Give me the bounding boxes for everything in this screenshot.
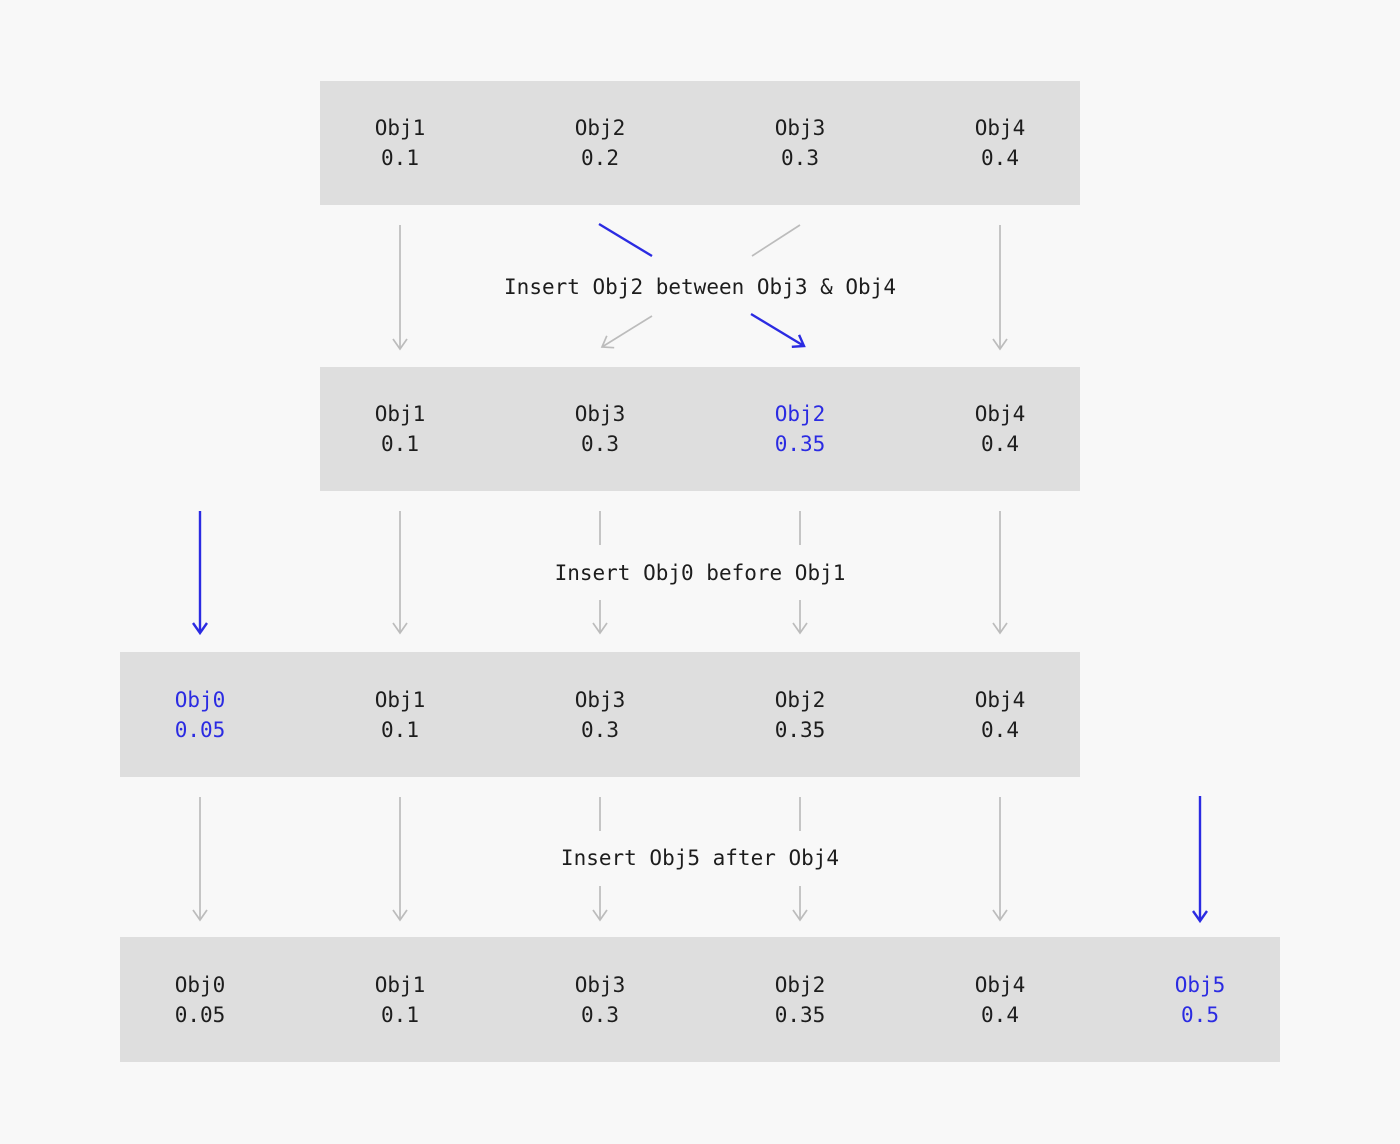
object-cell: Obj4 0.4 xyxy=(900,937,1100,1062)
object-cell: Obj2 0.2 xyxy=(500,81,700,205)
object-id: Obj4 xyxy=(974,402,1026,426)
object-index: 0.1 xyxy=(381,432,419,456)
object-id: Obj1 xyxy=(374,402,426,426)
object-cell: Obj4 0.4 xyxy=(900,81,1100,205)
operation-label: Insert Obj5 after Obj4 xyxy=(560,846,840,870)
object-cell: Obj3 0.3 xyxy=(500,367,700,491)
object-index: 0.05 xyxy=(174,717,226,742)
state-row-2 xyxy=(320,367,1080,491)
state-row-4 xyxy=(120,937,1280,1062)
arrow-obj3-cross-bottom xyxy=(600,315,653,349)
object-cell: Obj3 0.3 xyxy=(500,652,700,777)
object-id: Obj3 xyxy=(574,402,626,426)
object-index: 0.35 xyxy=(774,717,826,742)
object-id: Obj0 xyxy=(174,972,226,997)
object-cell: Obj2 0.35 xyxy=(700,937,900,1062)
object-index: 0.1 xyxy=(381,146,419,170)
object-index: 0.2 xyxy=(581,146,619,170)
object-id: Obj5 xyxy=(1174,972,1226,997)
object-cell: Obj1 0.1 xyxy=(300,652,500,777)
object-id: Obj4 xyxy=(974,972,1026,997)
object-cell: Obj1 0.1 xyxy=(300,937,500,1062)
object-id: Obj1 xyxy=(374,687,426,712)
state-row-3 xyxy=(120,652,1080,777)
object-id: Obj1 xyxy=(374,116,426,140)
object-cell: Obj1 0.1 xyxy=(300,367,500,491)
object-index: 0.4 xyxy=(981,432,1019,456)
object-index: 0.3 xyxy=(581,432,619,456)
object-index: 0.35 xyxy=(774,432,826,456)
object-index: 0.4 xyxy=(981,1002,1019,1027)
object-index: 0.35 xyxy=(774,1002,826,1027)
object-cell: Obj3 0.3 xyxy=(500,937,700,1062)
object-cell: Obj2 0.35 xyxy=(700,367,900,491)
object-cell: Obj0 0.05 xyxy=(100,652,300,777)
object-id: Obj2 xyxy=(774,972,826,997)
object-id: Obj4 xyxy=(974,116,1026,140)
object-index: 0.05 xyxy=(174,1002,226,1027)
object-cell: Obj1 0.1 xyxy=(300,81,500,205)
object-index: 0.4 xyxy=(981,717,1019,742)
object-index: 0.4 xyxy=(981,146,1019,170)
arrow-obj3-cross-top xyxy=(751,224,801,257)
object-cell: Obj4 0.4 xyxy=(900,367,1100,491)
object-id: Obj3 xyxy=(774,116,826,140)
object-index: 0.1 xyxy=(381,717,419,742)
object-id: Obj1 xyxy=(374,972,426,997)
object-id: Obj3 xyxy=(574,687,626,712)
object-cell: Obj0 0.05 xyxy=(100,937,300,1062)
arrow-obj2-cross-bottom xyxy=(750,312,806,349)
object-index: 0.3 xyxy=(581,717,619,742)
operation-label: Insert Obj2 between Obj3 & Obj4 xyxy=(504,275,896,299)
operation-label: Insert Obj0 before Obj1 xyxy=(554,561,846,585)
object-id: Obj2 xyxy=(574,116,626,140)
object-index: 0.3 xyxy=(781,146,819,170)
object-cell: Obj4 0.4 xyxy=(900,652,1100,777)
object-index: 0.1 xyxy=(381,1002,419,1027)
object-index: 0.3 xyxy=(581,1002,619,1027)
object-cell: Obj3 0.3 xyxy=(700,81,900,205)
object-id: Obj4 xyxy=(974,687,1026,712)
arrow-obj2-cross-top xyxy=(598,222,653,258)
object-id: Obj0 xyxy=(174,687,226,712)
object-index: 0.5 xyxy=(1181,1002,1219,1027)
object-id: Obj2 xyxy=(774,402,826,426)
state-row-1 xyxy=(320,81,1080,205)
object-cell: Obj2 0.35 xyxy=(700,652,900,777)
object-id: Obj3 xyxy=(574,972,626,997)
object-id: Obj2 xyxy=(774,687,826,712)
object-cell: Obj5 0.5 xyxy=(1100,937,1300,1062)
